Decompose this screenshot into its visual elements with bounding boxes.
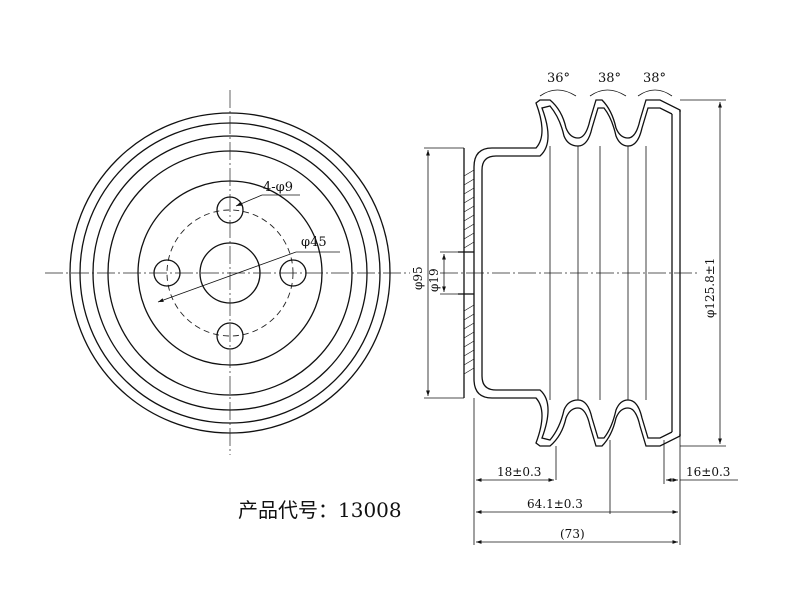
dim73-label: (73) — [560, 527, 585, 541]
product-code-value: 13008 — [338, 498, 402, 522]
groove-angle-1: 36° — [547, 71, 570, 86]
product-code-label: 产品代号： — [238, 498, 338, 522]
hatch-line — [463, 232, 475, 240]
hatch-line — [463, 187, 475, 195]
section-hatching — [463, 169, 475, 375]
hatch-line — [463, 322, 475, 330]
wall-profile-bottom-inner — [481, 375, 673, 441]
hatch-line — [463, 331, 475, 339]
groove-angle-arc-1 — [539, 89, 577, 97]
hole-note-leader — [235, 194, 263, 207]
dia-outer-label: φ125.8±1 — [703, 258, 717, 318]
hatch-line — [463, 367, 475, 375]
pcd-label: φ45 — [301, 235, 327, 250]
hatch-line — [463, 196, 475, 204]
hatch-line — [463, 169, 475, 177]
groove-angle-3: 38° — [643, 71, 666, 86]
groove-angle-2: 38° — [598, 71, 621, 86]
hatch-line — [463, 241, 475, 249]
dia19-label: φ19 — [427, 268, 441, 292]
hatch-line — [463, 214, 475, 222]
dim18-label: 18±0.3 — [497, 465, 541, 479]
front-view: 4-φ9 φ45 — [45, 90, 410, 455]
hatch-line — [463, 313, 475, 321]
wall-profile-top-inner — [481, 105, 673, 171]
hatch-line — [463, 223, 475, 231]
wall-profile-bottom-outer — [473, 378, 681, 447]
bolt-hole-bottom — [216, 322, 244, 350]
side-view: φ95 φ19 φ125.8±1 36° 38° 38° 18±0.3 16±0… — [411, 71, 738, 545]
hatch-line — [463, 340, 475, 348]
dia95-label: φ95 — [411, 266, 425, 290]
pcd-leader — [157, 251, 297, 303]
product-code: 产品代号：13008 — [238, 494, 402, 523]
groove-angle-arc-3 — [637, 89, 673, 97]
dim64-label: 64.1±0.3 — [527, 497, 583, 511]
hatch-line — [463, 178, 475, 186]
hatch-line — [463, 304, 475, 312]
hatch-line — [463, 358, 475, 366]
hatch-line — [463, 205, 475, 213]
wall-profile-top-outer — [473, 99, 681, 168]
hole-note-label: 4-φ9 — [263, 180, 293, 195]
groove-angle-arc-2 — [589, 89, 627, 97]
dim16-label: 16±0.3 — [686, 465, 730, 479]
hatch-line — [463, 349, 475, 357]
